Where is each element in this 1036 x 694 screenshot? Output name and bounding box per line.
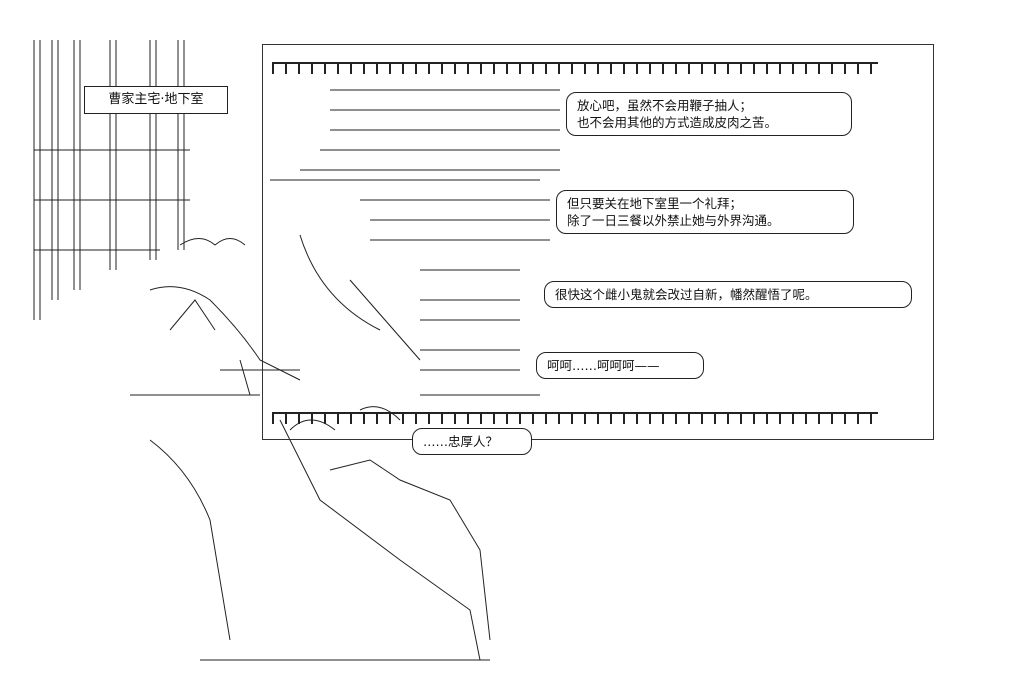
bubble-4-line-1: 呵呵……呵呵呵—— (547, 358, 660, 373)
character-figure (130, 238, 491, 661)
speech-bubble-3: 很快这个雌小鬼就会改过自新，幡然醒悟了呢。 (544, 281, 912, 308)
bubble-5-line-1: ……忠厚人？ (423, 434, 499, 449)
speech-bubble-1: 放心吧，虽然不会用鞭子抽人； 也不会用其他的方式造成皮肉之苦。 (566, 92, 852, 136)
prison-bars (33, 40, 190, 320)
right-figure (270, 89, 560, 396)
location-caption: 曹家主宅·地下室 (84, 86, 228, 114)
bubble-1-line-1: 放心吧，虽然不会用鞭子抽人； (577, 98, 753, 113)
scene-frame (262, 44, 934, 440)
speech-bubble-2: 但只要关在地下室里一个礼拜； 除了一日三餐以外禁止她与外界沟通。 (556, 190, 854, 234)
bubble-3-line-1: 很快这个雌小鬼就会改过自新，幡然醒悟了呢。 (555, 287, 818, 302)
bubble-1-line-2: 也不会用其他的方式造成皮肉之苦。 (577, 115, 778, 130)
top-rail (272, 62, 878, 74)
bubble-2-line-2: 除了一日三餐以外禁止她与外界沟通。 (567, 213, 780, 228)
speech-bubble-5: ……忠厚人？ (412, 428, 532, 455)
speech-bubble-4: 呵呵……呵呵呵—— (536, 352, 704, 379)
bottom-rail (272, 412, 878, 424)
bubble-2-line-1: 但只要关在地下室里一个礼拜； (567, 196, 743, 211)
